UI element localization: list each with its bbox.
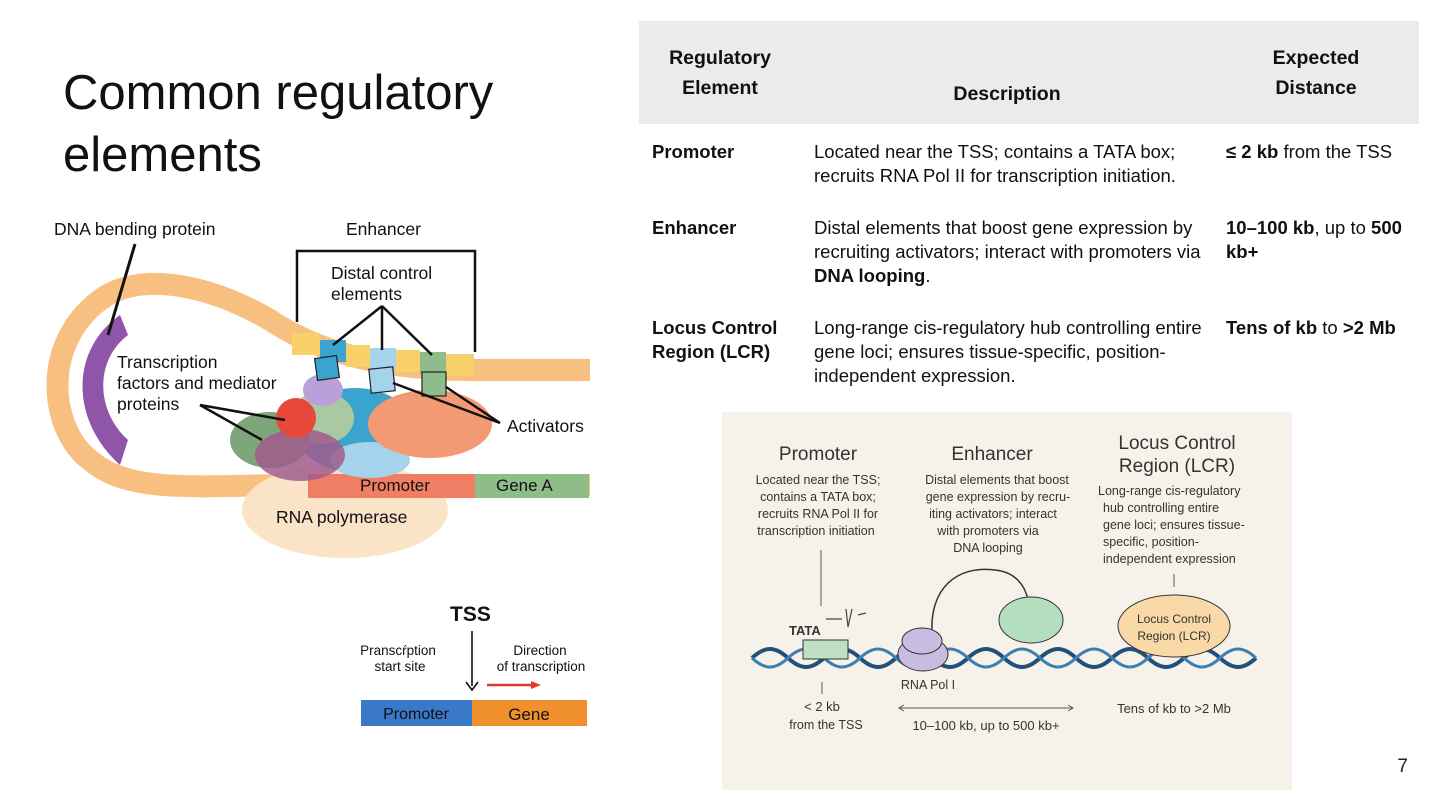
svg-text:transcription initiation: transcription initiation xyxy=(757,524,874,538)
enhancer-segments xyxy=(292,333,474,376)
info-lcr-desc: Long-range cis-regulatory hub controllin… xyxy=(1098,484,1245,566)
svg-text:Located near the TSS;: Located near the TSS; xyxy=(756,473,881,487)
tss-direction-1: Direction xyxy=(513,643,566,658)
svg-text:Region (LCR): Region (LCR) xyxy=(1137,629,1210,643)
page-number: 7 xyxy=(1397,756,1408,777)
row-description: Long-range cis-regulatory hub controllin… xyxy=(814,317,1202,386)
row-distance: ≤ 2 kb from the TSS xyxy=(1226,141,1393,162)
info-promoter-title: Promoter xyxy=(779,444,858,465)
distance-arrow-right-icon xyxy=(1067,704,1074,712)
row-name: Enhancer xyxy=(652,217,737,238)
info-lcr-title-1: Locus Control xyxy=(1118,433,1235,454)
svg-text:iting activators; interact: iting activators; interact xyxy=(929,507,1057,521)
svg-text:Distal elements that boost: Distal elements that boost xyxy=(925,473,1069,487)
tss-start-site-2: start site xyxy=(374,659,425,674)
tss-gene-bar xyxy=(472,700,587,726)
label-dna-bending-protein: DNA bending protein xyxy=(54,219,216,239)
svg-text:Long-range cis-regulatory: Long-range cis-regulatory xyxy=(1098,484,1241,498)
svg-text:gene expression by recru-: gene expression by recru- xyxy=(926,490,1071,504)
svg-text:10–100 kb, up to 500 kb+: 10–100 kb, up to 500 kb+ xyxy=(912,718,1059,733)
header-description: Description xyxy=(801,21,1213,124)
svg-text:from the TSS: from the TSS xyxy=(789,718,862,732)
label-tf-1: Transcription xyxy=(117,352,218,372)
svg-text:independent expression: independent expression xyxy=(1103,552,1236,566)
svg-text:gene loci; ensures tissue-: gene loci; ensures tissue- xyxy=(1103,518,1245,532)
svg-text:RNA Pol I: RNA Pol I xyxy=(901,678,955,692)
svg-text:recruits RNA Pol II for: recruits RNA Pol II for xyxy=(758,507,878,521)
tss-start-site-1: Pranscŕption xyxy=(360,643,436,658)
table-row: Enhancer Distal elements that boost gene… xyxy=(639,202,1419,302)
promoter-bar xyxy=(308,474,475,498)
label-tf-3: proteins xyxy=(117,394,180,414)
regulatory-infographic: Promoter Enhancer Locus Control Region (… xyxy=(722,412,1292,790)
row-description: Distal elements that boost gene expressi… xyxy=(814,217,1201,286)
table-row: Locus Control Region (LCR) Long-range ci… xyxy=(639,302,1419,402)
info-promoter-desc: Located near the TSS; contains a TATA bo… xyxy=(756,473,881,538)
tata-box xyxy=(802,639,849,660)
slide-title: Common regulatory elements xyxy=(63,66,494,182)
svg-text:specific, position-: specific, position- xyxy=(1103,535,1199,549)
svg-text:Locus Control: Locus Control xyxy=(1137,612,1211,626)
row-distance: 10–100 kb, up to 500 kb+ xyxy=(1226,217,1402,262)
info-enhancer-title: Enhancer xyxy=(951,444,1033,465)
label-gene-a: Gene A xyxy=(496,476,553,495)
dna-bending-protein-shape xyxy=(82,315,128,465)
lcr-oval xyxy=(1117,594,1231,658)
tss-promoter-bar xyxy=(361,700,472,726)
svg-text:Gene: Gene xyxy=(508,705,550,724)
direction-arrow-icon xyxy=(531,681,541,689)
tss-diagram: TSS Pranscŕption start site Direction of… xyxy=(360,603,587,726)
label-activators: Activators xyxy=(507,416,584,436)
tf-purple xyxy=(303,374,343,406)
tss-direction-2: of transcription xyxy=(497,659,586,674)
svg-text:DNA looping: DNA looping xyxy=(953,541,1023,555)
svg-text:Promoter: Promoter xyxy=(383,706,449,723)
label-distal-control-2: elements xyxy=(331,284,402,304)
svg-text:contains a TATA box;: contains a TATA box; xyxy=(760,490,876,504)
row-description: Located near the TSS; contains a TATA bo… xyxy=(814,141,1176,186)
tss-label: TSS xyxy=(450,603,491,626)
info-enhancer-desc: Distal elements that boost gene expressi… xyxy=(925,473,1070,555)
row-distance: Tens of kb to >2 Mb xyxy=(1226,317,1396,338)
label-enhancer: Enhancer xyxy=(346,219,421,239)
svg-text:hub controlling entire: hub controlling entire xyxy=(1103,501,1219,515)
svg-text:with promoters via: with promoters via xyxy=(936,524,1038,538)
enhancer-blob xyxy=(998,596,1064,644)
label-rna-polymerase: RNA polymerase xyxy=(276,507,407,527)
tss-down-arrow-icon xyxy=(465,681,479,692)
row-name: Locus Control Region (LCR) xyxy=(652,317,778,362)
label-distal-control-1: Distal control xyxy=(331,263,432,283)
distance-arrow-left-icon xyxy=(898,704,905,712)
activator-orange xyxy=(368,390,492,458)
svg-text:Tens of kb to >2 Mb: Tens of kb to >2 Mb xyxy=(1117,701,1231,716)
regulatory-diagram: DNA bending protein Enhancer Distal cont… xyxy=(46,219,590,558)
info-lcr-title-2: Region (LCR) xyxy=(1119,456,1235,477)
table-row: Promoter Located near the TSS; contains … xyxy=(639,124,1419,202)
svg-text:TATA: TATA xyxy=(789,623,821,638)
label-tf-2: factors and mediator xyxy=(117,373,277,393)
tf-red xyxy=(276,398,316,438)
row-name: Promoter xyxy=(652,141,735,162)
label-promoter: Promoter xyxy=(360,476,430,495)
svg-text:< 2 kb: < 2 kb xyxy=(804,699,840,714)
gene-a-bar xyxy=(475,474,589,498)
